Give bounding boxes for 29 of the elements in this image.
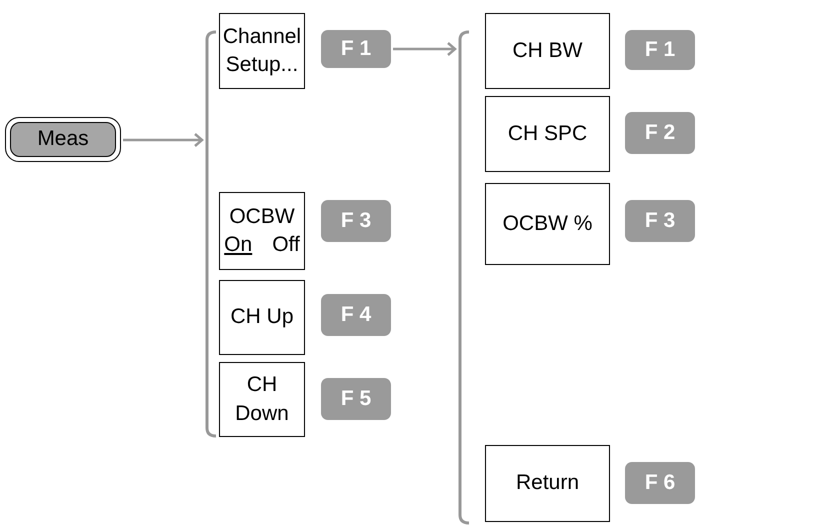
function-key: F 4 <box>321 294 391 336</box>
softkey-label-box <box>485 445 610 522</box>
menu-key: Meas <box>10 122 116 157</box>
softkey-label-box <box>219 280 305 355</box>
function-key: F 5 <box>321 378 391 420</box>
option: Off <box>272 231 300 260</box>
softkey-label: CH BW <box>512 38 582 64</box>
function-key: F 2 <box>625 112 695 154</box>
function-key: F 3 <box>625 200 695 242</box>
function-key: F 1 <box>625 30 695 70</box>
function-key: F 6 <box>625 462 695 504</box>
function-key: F 1 <box>321 30 391 68</box>
softkey-label-box <box>219 362 305 437</box>
softkey-label: CH SPC <box>508 120 588 147</box>
softkey-label-box <box>485 13 610 89</box>
softkey-label-box <box>485 96 610 172</box>
arrow <box>123 132 204 148</box>
softkey-label-box <box>485 183 610 265</box>
softkey-label: CH Up <box>230 304 294 330</box>
softkey-label: CH Down <box>234 372 290 426</box>
softkey-label-box <box>219 192 305 270</box>
softkey-label-box <box>219 13 305 89</box>
softkey-label: Return <box>516 470 580 496</box>
arrow <box>393 42 456 56</box>
selected-option: On <box>224 231 252 260</box>
softkey-label: Channel Setup... <box>222 24 302 78</box>
softkey-label: OCBW % <box>502 210 592 237</box>
function-key: F 3 <box>321 200 391 242</box>
softkey-label: OCBW <box>229 204 295 230</box>
